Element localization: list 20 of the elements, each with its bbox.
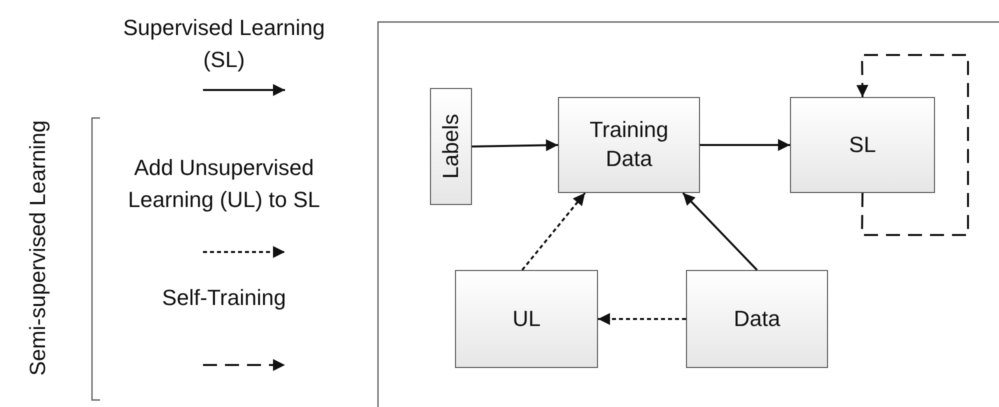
arrow bbox=[598, 313, 686, 325]
process-box bbox=[558, 97, 700, 193]
arrow bbox=[682, 192, 758, 271]
arrow bbox=[856, 54, 969, 236]
arrow bbox=[521, 192, 586, 271]
node-text: Data bbox=[732, 304, 782, 333]
process-box bbox=[790, 97, 935, 193]
node-text: Labels bbox=[436, 114, 464, 179]
process-box bbox=[686, 270, 828, 368]
node-text: SL bbox=[848, 130, 877, 159]
arrow bbox=[472, 139, 558, 152]
arrow bbox=[700, 139, 790, 151]
legend-text: Supervised Learning (SL) bbox=[122, 14, 326, 74]
legend-text: Add Unsupervised Learning (UL) to SL bbox=[127, 154, 321, 214]
label-box bbox=[430, 88, 472, 205]
node-text: Training Data bbox=[588, 116, 670, 173]
node-text: UL bbox=[511, 304, 542, 333]
process-box bbox=[455, 270, 598, 368]
legend-text: Self-Training bbox=[161, 284, 287, 312]
group-label: Semi-supervised Learning bbox=[24, 119, 51, 378]
